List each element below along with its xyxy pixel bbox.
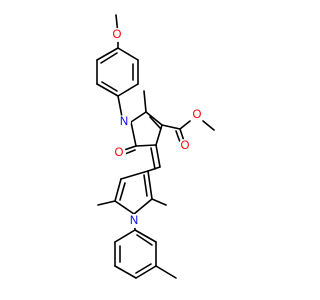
lactam-oxygen-label: O: [115, 147, 124, 159]
bond: [149, 116, 162, 130]
bond: [135, 263, 152, 274]
bond: [117, 47, 139, 61]
bond: [114, 265, 137, 279]
bond: [202, 120, 215, 131]
bond: [147, 170, 153, 200]
bond: [155, 144, 161, 168]
atom-labels: O N O O O N: [110, 28, 204, 228]
bond: [135, 144, 157, 147]
pyrrole-nitrogen-label: N: [130, 215, 138, 227]
bond: [145, 111, 163, 126]
bond: [143, 174, 148, 197]
bond: [135, 265, 157, 279]
bond: [143, 90, 147, 113]
bond: [120, 170, 149, 180]
bond: [175, 130, 181, 143]
bond: [179, 128, 185, 142]
bond: [119, 182, 126, 201]
ester-oxygen-single-label: O: [193, 109, 202, 121]
bond: [151, 198, 167, 206]
bond: [96, 47, 119, 61]
molecule-structure: O N O O O N: [96, 14, 215, 279]
bond: [155, 124, 163, 146]
bond: [114, 200, 135, 215]
bond: [96, 83, 119, 97]
bond: [155, 265, 177, 279]
bond: [136, 234, 153, 246]
bond: [133, 198, 153, 215]
bond: [97, 200, 116, 206]
bond: [114, 178, 122, 202]
bond: [179, 120, 191, 130]
bond: [101, 81, 118, 92]
bond: [130, 111, 147, 123]
bond: [150, 147, 156, 170]
bond: [124, 149, 136, 155]
bond: [117, 95, 123, 118]
ether-oxygen-label: O: [113, 29, 122, 41]
bond: [130, 121, 137, 147]
bond: [114, 229, 136, 243]
bond: [134, 229, 157, 243]
bond: [161, 124, 181, 130]
bond: [100, 52, 118, 64]
bond: [117, 83, 139, 97]
bond: [147, 166, 161, 172]
bond: [123, 145, 137, 151]
ester-carbonyl-oxygen-label: O: [181, 140, 190, 152]
ring-nitrogen-label: N: [120, 116, 128, 128]
structure-canvas: O N O O O N: [96, 14, 215, 279]
